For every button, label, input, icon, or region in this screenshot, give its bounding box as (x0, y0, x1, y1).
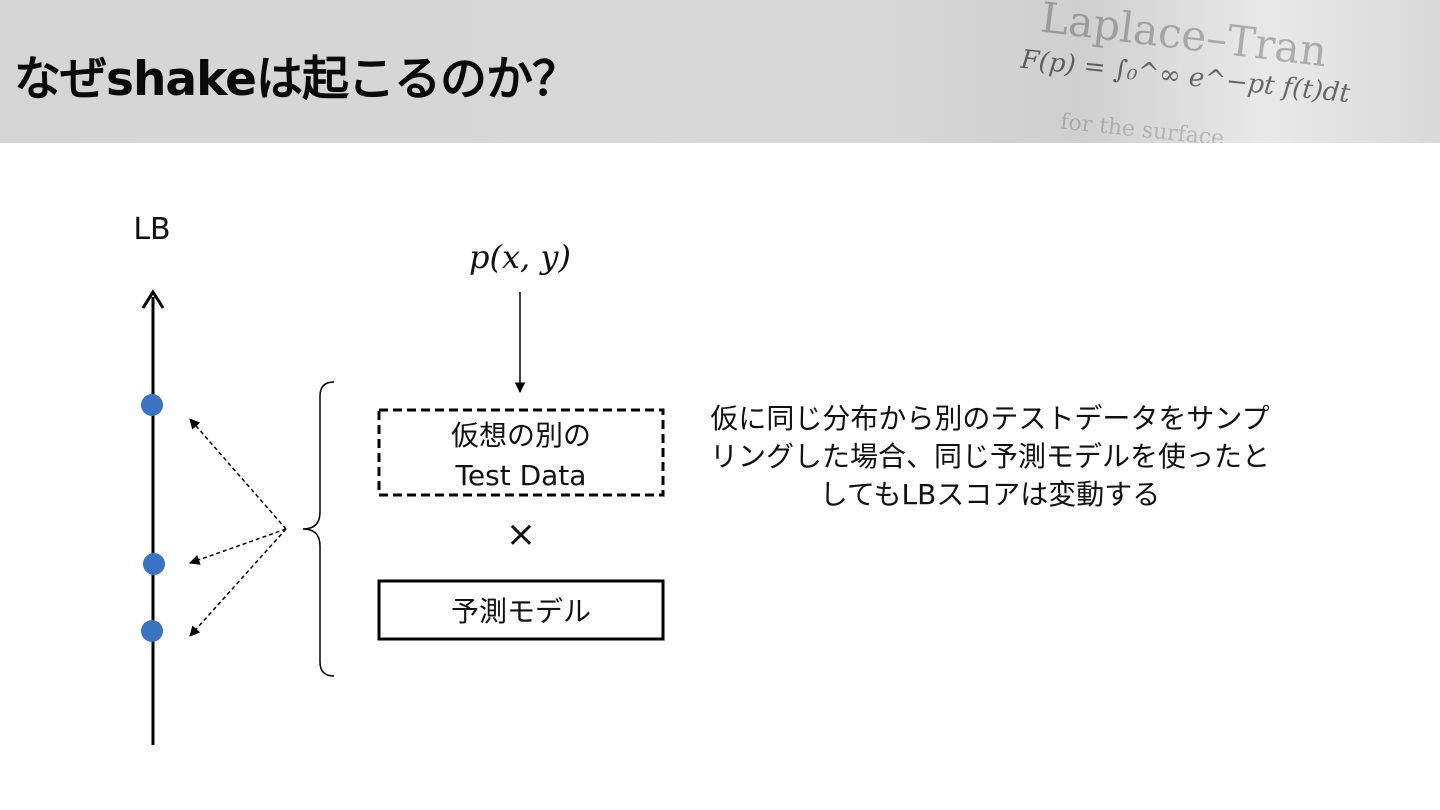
lb-axis-label: LB (133, 212, 171, 247)
dashed-arrow (189, 418, 287, 530)
page-title: なぜshakeは起こるのか？ (14, 52, 579, 107)
hypothetical-test-data-box (377, 408, 665, 497)
prediction-model-box (377, 579, 665, 641)
background-caption-text: for the surface (1059, 109, 1226, 143)
lb-score-point (143, 553, 165, 575)
shake-diagram (141, 289, 665, 745)
lb-axis-arrowhead (141, 289, 165, 309)
multiply-symbol: × (505, 514, 537, 555)
lb-score-point (141, 394, 163, 416)
distribution-formula: p(x, y) (469, 238, 571, 276)
title-bar: Laplace–Tran F(p) = ∫₀^∞ e^−pt f(t)dt fo… (0, 0, 1440, 143)
dashed-arrow (189, 528, 287, 565)
dashed-arrow (189, 528, 287, 637)
prediction-model-label: 予測モデル (450, 595, 591, 628)
hypothetical-line2: Test Data (455, 459, 587, 492)
explanation-text: 仮に同じ分布から別のテストデータをサンプリングした場合、同じ予測モデルを使ったと… (709, 402, 1270, 511)
hypothetical-test-data-label: 仮想の別の Test Data (380, 416, 662, 496)
lb-score-point (141, 620, 163, 642)
header-background-image: Laplace–Tran F(p) = ∫₀^∞ e^−pt f(t)dt fo… (980, 0, 1440, 143)
left-brace (302, 381, 335, 677)
hypothetical-line1: 仮想の別の (450, 419, 591, 452)
